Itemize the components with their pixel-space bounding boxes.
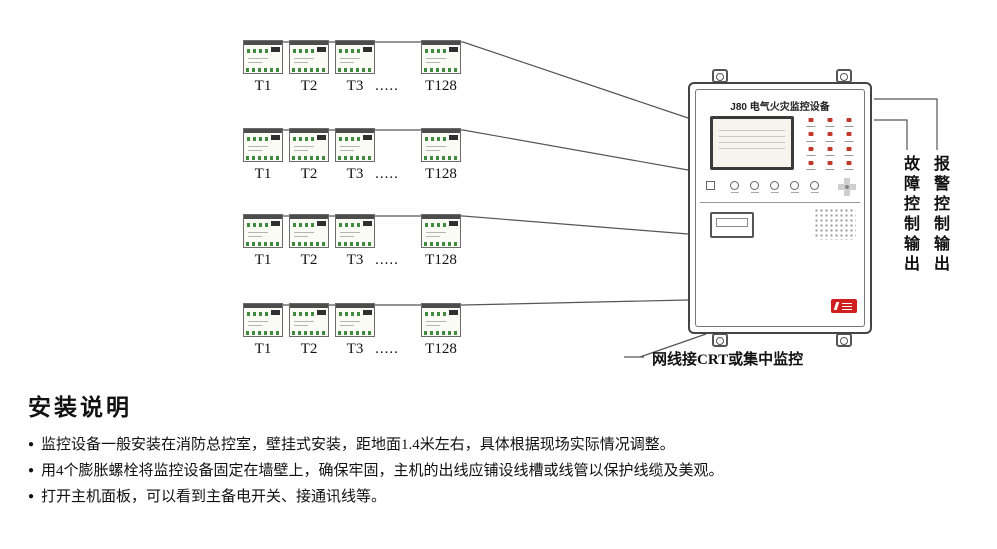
panel-divider (700, 202, 860, 203)
panel-key (802, 116, 820, 129)
control-panel-face: J80 电气火灾监控设备 (695, 89, 865, 327)
device-label: T2 (300, 166, 318, 182)
panel-round-button (790, 181, 799, 193)
control-panel: J80 电气火灾监控设备 (688, 82, 872, 334)
ellipsis-label: ..... (375, 341, 399, 357)
device-label: T2 (300, 78, 318, 94)
ellipsis-label: ..... (375, 166, 399, 182)
device-label: T1 (254, 166, 272, 182)
detector-module (289, 40, 329, 74)
detector-module (289, 303, 329, 337)
device-label: T128 (425, 341, 457, 357)
detector-module (335, 128, 375, 162)
instruction-text: 打开主机面板，可以看到主备电开关、接通讯线等。 (41, 489, 387, 505)
mounting-tab (836, 333, 852, 347)
instruction-text: 用4个膨胀螺栓将监控设备固定在墙壁上，确保牢固，主机的出线应铺设线槽或线管以保护… (41, 463, 724, 479)
detector-module (421, 40, 461, 74)
callout-fault-output: 故障控制输出 (901, 155, 918, 275)
panel-keypad (802, 116, 858, 172)
detector-row-4: T1 T2 T3 ..... T128 (243, 303, 473, 363)
row-labels: T1 T2 T3 ..... T128 (243, 166, 473, 184)
row-labels: T1 T2 T3 ..... T128 (243, 252, 473, 270)
ellipsis-label: ..... (375, 252, 399, 268)
device-label: T1 (254, 78, 272, 94)
device-label: T1 (254, 341, 272, 357)
panel-key (821, 159, 839, 172)
panel-key (840, 159, 858, 172)
bullet-icon: ● (28, 465, 35, 476)
device-label: T3 (346, 78, 364, 94)
section-heading: 安装说明 (28, 394, 132, 420)
instruction-item: ● 打开主机面板，可以看到主备电开关、接通讯线等。 (28, 485, 968, 511)
printer-slot (710, 212, 754, 238)
panel-round-button (770, 181, 779, 193)
device-label: T3 (346, 166, 364, 182)
device-label: T128 (425, 252, 457, 268)
detector-module (243, 303, 283, 337)
instruction-item: ● 用4个膨胀螺栓将监控设备固定在墙壁上，确保牢固，主机的出线应铺设线槽或线管以… (28, 459, 968, 485)
speaker-grille-icon (814, 208, 856, 240)
detector-module (335, 214, 375, 248)
detector-module (335, 40, 375, 74)
panel-round-button (730, 181, 739, 193)
detector-module (421, 214, 461, 248)
panel-round-button (810, 181, 819, 193)
ellipsis-label: ..... (375, 78, 399, 94)
detector-module (421, 303, 461, 337)
callout-alarm-output: 报警控制输出 (931, 155, 948, 275)
device-label: T3 (346, 252, 364, 268)
instruction-text: 监控设备一般安装在消防总控室，壁挂式安装，距地面1.4米左右，具体根据现场实际情… (41, 437, 675, 453)
bullet-icon: ● (28, 491, 35, 502)
panel-title: J80 电气火灾监控设备 (730, 102, 830, 113)
brand-logo-icon (831, 299, 857, 313)
detector-row-3: T1 T2 T3 ..... T128 (243, 214, 473, 274)
device-label: T3 (346, 341, 364, 357)
detector-module (335, 303, 375, 337)
panel-key (802, 145, 820, 158)
instruction-list: ● 监控设备一般安装在消防总控室，壁挂式安装，距地面1.4米左右，具体根据现场实… (28, 433, 968, 511)
panel-key (821, 116, 839, 129)
detector-module (289, 128, 329, 162)
installation-section: 安装说明 ● 监控设备一般安装在消防总控室，壁挂式安装，距地面1.4米左右，具体… (28, 388, 968, 511)
panel-key (821, 145, 839, 158)
device-label: T128 (425, 78, 457, 94)
panel-key (840, 145, 858, 158)
panel-display (710, 116, 794, 170)
device-label: T2 (300, 341, 318, 357)
panel-key (840, 116, 858, 129)
detector-module (421, 128, 461, 162)
mounting-tab (712, 333, 728, 347)
mounting-tab (712, 69, 728, 83)
panel-key (802, 159, 820, 172)
instruction-item: ● 监控设备一般安装在消防总控室，壁挂式安装，距地面1.4米左右，具体根据现场实… (28, 433, 968, 459)
device-label: T128 (425, 166, 457, 182)
detector-module (289, 214, 329, 248)
panel-key (821, 130, 839, 143)
detector-row-1: T1 T2 T3 ..... T128 (243, 40, 473, 100)
panel-square-button (706, 181, 715, 190)
detector-module (243, 214, 283, 248)
mounting-tab (836, 69, 852, 83)
row-labels: T1 T2 T3 ..... T128 (243, 78, 473, 96)
detector-module (243, 40, 283, 74)
detector-module (243, 128, 283, 162)
bullet-icon: ● (28, 439, 35, 450)
panel-key (802, 130, 820, 143)
device-label: T2 (300, 252, 318, 268)
navigation-pad-icon (838, 178, 856, 196)
row-labels: T1 T2 T3 ..... T128 (243, 341, 473, 359)
device-label: T1 (254, 252, 272, 268)
callout-network: 网线接CRT或集中监控 (652, 352, 804, 368)
panel-round-button (750, 181, 759, 193)
panel-controls (704, 178, 858, 198)
panel-key (840, 130, 858, 143)
detector-row-2: T1 T2 T3 ..... T128 (243, 128, 473, 188)
